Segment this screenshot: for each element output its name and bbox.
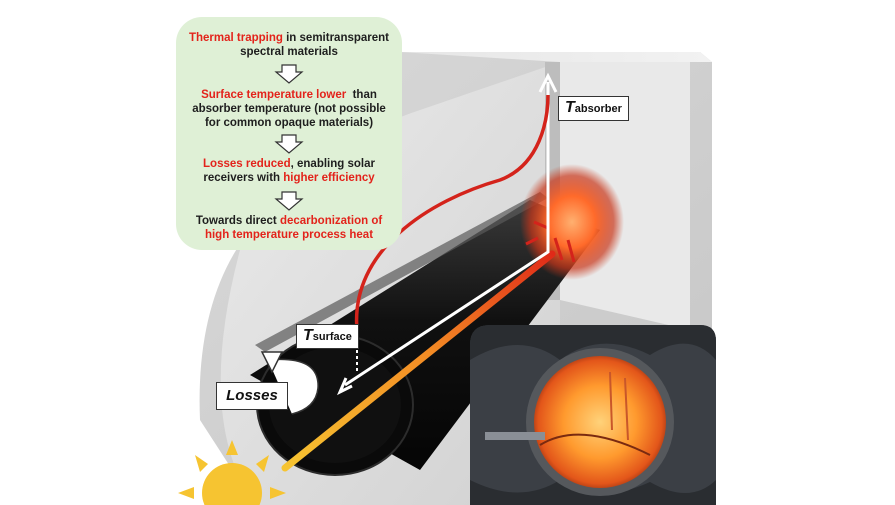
step2-line1: Surface temperature lower than — [201, 89, 377, 101]
photo-inset — [470, 325, 716, 505]
receiver-tube — [250, 164, 624, 476]
step1-line1: Thermal trapping in semitransparent — [188, 32, 390, 44]
callout-box: Thermal trapping in semitransparent spec… — [176, 17, 402, 250]
loss-curved-arrow-icon — [260, 351, 319, 415]
radiation-arrows — [525, 220, 576, 263]
step4-line1: Towards direct decarbonization of — [195, 215, 383, 227]
temperature-axis — [337, 72, 558, 396]
down-arrow-icon — [274, 191, 304, 211]
step2-line2: absorber temperature (not possible — [192, 103, 386, 115]
losses-label: Losses — [216, 382, 288, 410]
step1-line2: spectral materials — [240, 46, 338, 58]
t-surface-label: Tsurface — [296, 324, 359, 349]
step2-line3: for common opaque materials) — [204, 117, 374, 129]
solar-beam — [281, 250, 556, 472]
step4-line2: high temperature process heat — [204, 229, 374, 241]
step3-line2: receivers with higher efficiency — [203, 172, 375, 184]
temperature-profile-curve — [354, 94, 550, 331]
sun-icon — [178, 440, 286, 505]
step3-line1: Losses reduced, enabling solar — [203, 158, 375, 170]
down-arrow-icon — [274, 134, 304, 154]
t-absorber-label: Tabsorber — [558, 96, 629, 121]
down-arrow-icon — [274, 64, 304, 84]
